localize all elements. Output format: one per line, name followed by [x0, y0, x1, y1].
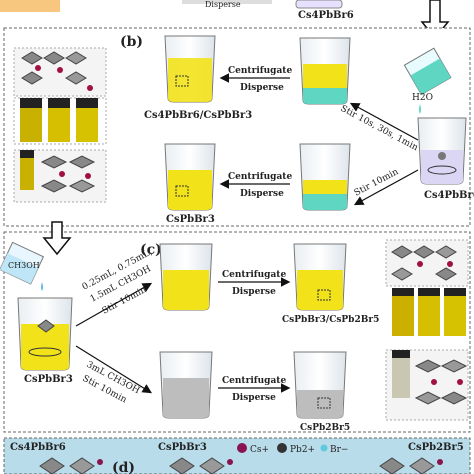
legend-pb: Pb2+: [290, 445, 315, 455]
d-struct2-label: CsPbBr3: [158, 442, 207, 453]
vial-row-yellow: [20, 98, 98, 142]
legend: Cs+ Pb2+ Br−: [237, 443, 348, 455]
ch3oh-pouring-beaker: [0, 241, 45, 285]
crystal-structure-icon: [21, 51, 93, 91]
c-row1-arrow-top: Centrifugate: [222, 270, 286, 280]
beaker-b-row2-result: [164, 143, 216, 211]
b-row2-product: CsPbBr3: [166, 214, 215, 225]
b-row1-product: Cs4PbBr6/CsPbBr3: [144, 110, 252, 121]
panel-c-vials-box: [385, 239, 469, 336]
stir-bar-icon: [438, 152, 446, 160]
legend-pb-icon: [277, 443, 287, 453]
d-struct3-label: CsPb2Br5: [408, 442, 464, 453]
top-product-label: Cs4PbBr6: [298, 10, 354, 21]
b-row2-arrow-bottom: Disperse: [240, 189, 284, 199]
legend-br: Br−: [330, 445, 348, 455]
methanol-drop-icon: [41, 282, 43, 291]
down-arrow-c: [42, 221, 72, 256]
b-row2-arrow-top: Centrifugate: [228, 172, 292, 182]
h2o-pouring-beaker: [403, 47, 452, 96]
c-start-label: CsPbBr3: [24, 374, 73, 385]
panel-b-vial-box2: [13, 149, 107, 203]
panel-d-structures: [39, 457, 443, 474]
panel-d-label: (d): [112, 460, 135, 474]
b-row1-arrow-bottom: Disperse: [240, 83, 284, 93]
ch3oh-label: CH3OH: [8, 261, 40, 270]
beaker-c-row2-result: [293, 351, 347, 419]
c-row1-product: CsPbBr3/CsPb2Br5: [282, 315, 379, 325]
c-row2-arrow-bottom: Disperse: [232, 393, 276, 403]
top-orange-beaker: [0, 0, 60, 12]
arrow-stir-fast: [349, 102, 419, 141]
top-partial-text-bg: [182, 0, 272, 4]
h2o-label: H2O: [412, 93, 433, 103]
water-drop-icon: [419, 104, 421, 114]
beaker-c-start: [17, 297, 73, 371]
c-row2-arrow-top: Centrifugate: [222, 376, 286, 386]
d-struct1-label: Cs4PbBr6: [10, 442, 66, 453]
panel-b-vials-box: [13, 47, 107, 145]
beaker-c-row2-source: [159, 351, 213, 419]
panel-b-label: (b): [120, 34, 143, 50]
c-row1-arrow-bottom: Disperse: [232, 287, 276, 297]
panel-c-vial-box2: [385, 349, 469, 421]
arrow-c-lower: [75, 345, 153, 394]
beaker-b-row2-source: [299, 143, 351, 211]
top-disperse-label: Disperse: [205, 0, 241, 9]
arrow-stir-slow: [353, 169, 419, 206]
beaker-c-row1-source: [159, 243, 213, 311]
b-row1-arrow-top: Centrifugate: [228, 66, 292, 76]
beaker-b-row1-result: [164, 35, 216, 103]
top-beaker-partial: [295, 0, 343, 9]
beaker-b-row1-source: [299, 37, 351, 105]
legend-cs: Cs+: [250, 445, 269, 455]
b-start-label: Cs4PbBr6: [424, 190, 474, 201]
legend-cs-icon: [237, 443, 247, 453]
beaker-c-row1-result: [293, 243, 347, 311]
legend-br-icon: [320, 444, 328, 452]
panel-c-label: (c): [140, 242, 162, 258]
beaker-b-start: [417, 117, 467, 185]
arrow-c-upper: [75, 282, 153, 327]
c-row2-product: CsPb2Br5: [300, 423, 350, 433]
